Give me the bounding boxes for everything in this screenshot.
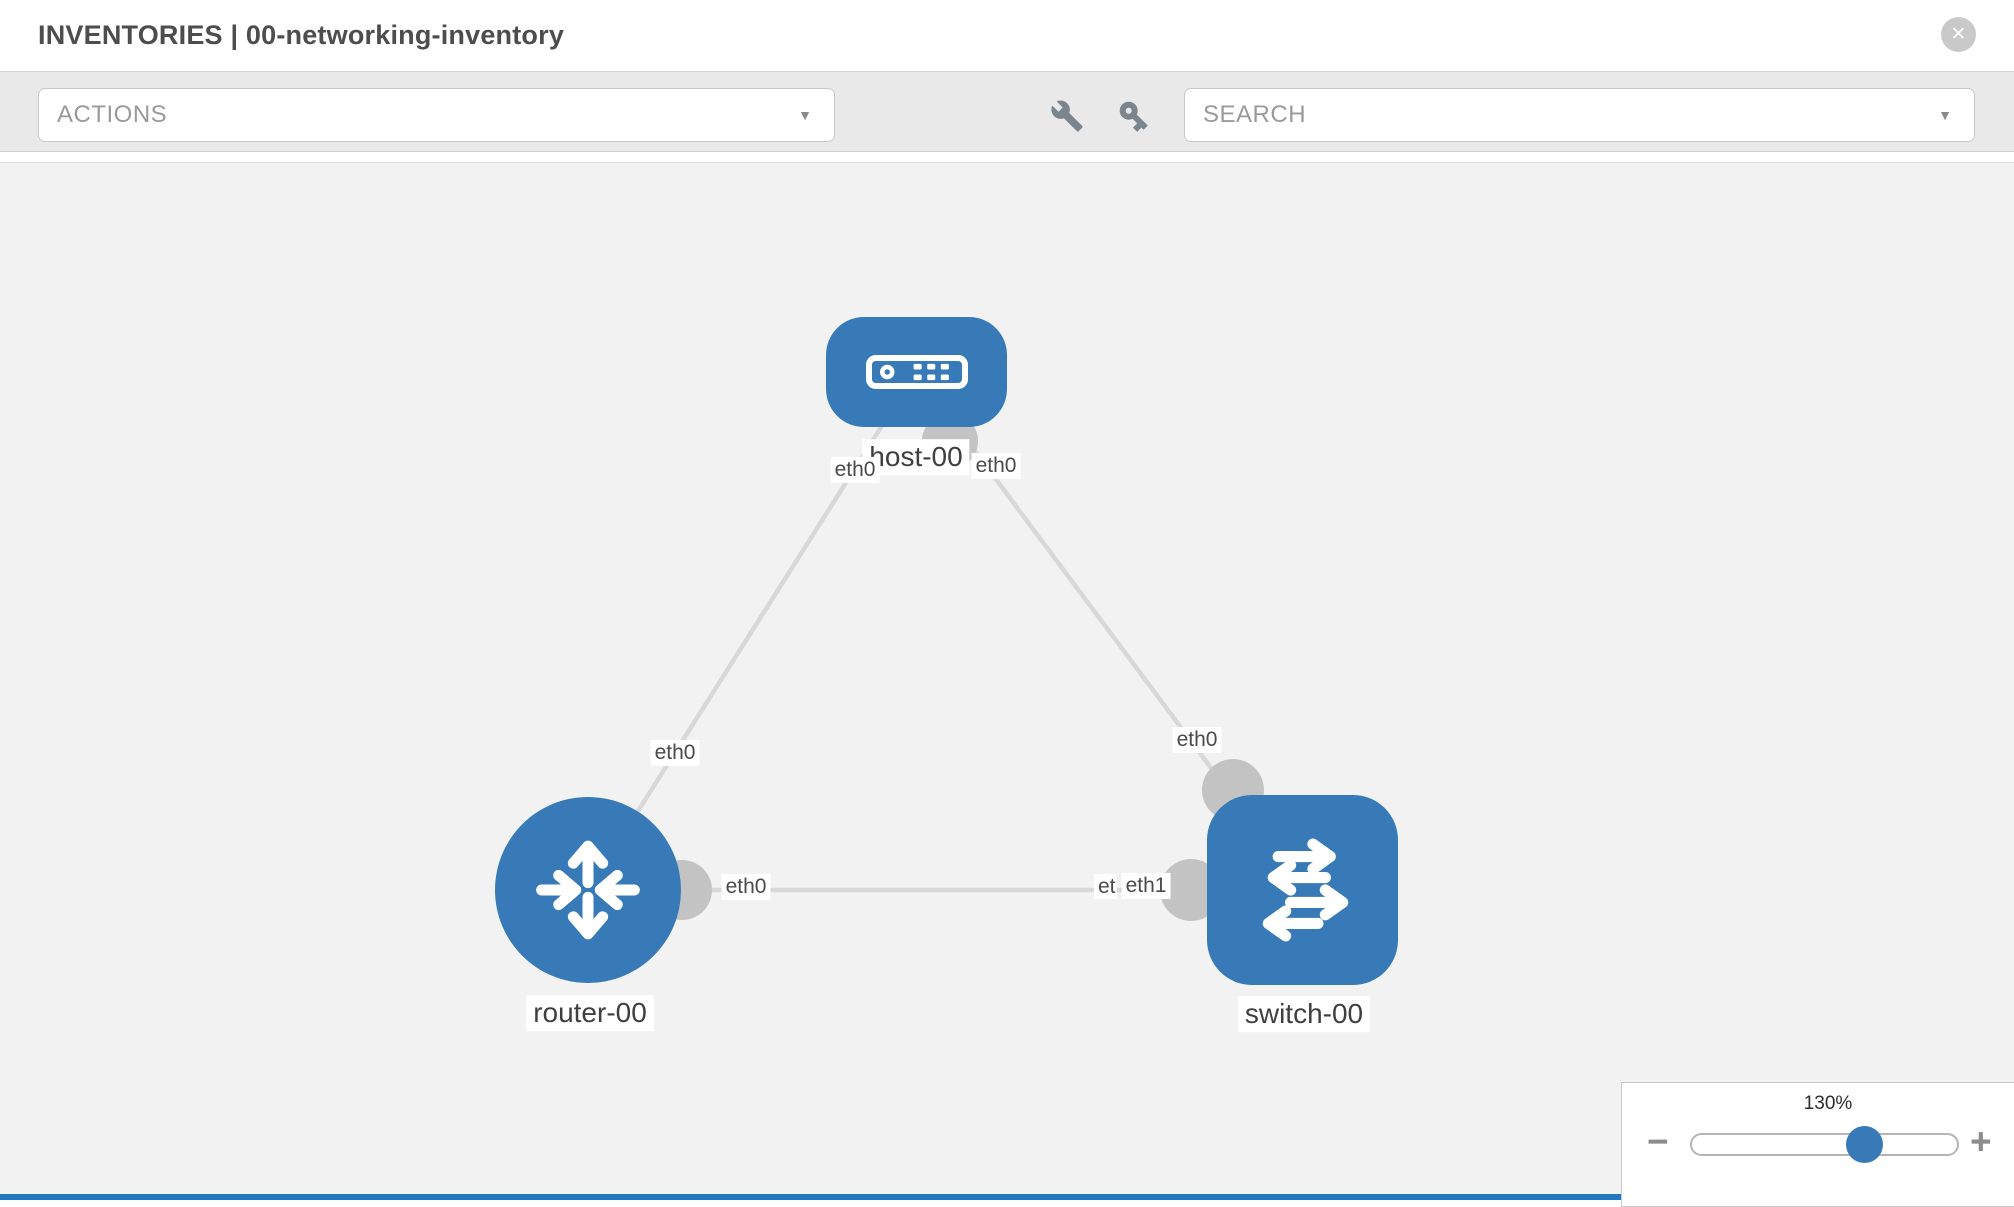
interface-label: eth0: [830, 456, 880, 484]
node-label-switch: switch-00: [1237, 996, 1371, 1032]
chevron-down-icon: ▼: [1938, 107, 1952, 123]
interface-label: eth0: [650, 739, 700, 767]
node-router-00[interactable]: [495, 797, 681, 983]
node-label-host: host-00: [862, 439, 970, 475]
toolbar: ACTIONS ▼ SEARCH ▼: [0, 71, 2014, 152]
zoom-percent: 130%: [1803, 1093, 1853, 1114]
actions-dropdown-label: ACTIONS: [57, 101, 168, 128]
node-label-router: router-00: [526, 995, 654, 1031]
page-header: INVENTORIES | 00-networking-inventory ✕: [0, 0, 2014, 71]
key-button[interactable]: [1114, 96, 1154, 136]
chevron-down-icon: ▼: [798, 107, 812, 123]
page-title: INVENTORIES | 00-networking-inventory: [38, 20, 565, 50]
footer-bar: [0, 1194, 1622, 1200]
search-dropdown-label: SEARCH: [1203, 101, 1307, 128]
search-dropdown[interactable]: SEARCH ▼: [1184, 88, 1975, 142]
actions-dropdown[interactable]: ACTIONS ▼: [38, 88, 835, 142]
interface-label: eth0: [971, 452, 1021, 480]
zoom-control-panel: 130% − +: [1621, 1082, 2014, 1207]
zoom-in-button[interactable]: +: [1970, 1121, 1992, 1162]
interface-label: eth0: [1172, 726, 1222, 754]
wrench-button[interactable]: [1047, 96, 1087, 136]
zoom-slider-track[interactable]: [1690, 1133, 1959, 1156]
node-host-00[interactable]: [826, 317, 1007, 427]
close-button[interactable]: ✕: [1941, 17, 1976, 52]
node-switch-00[interactable]: [1207, 795, 1398, 985]
zoom-slider-thumb[interactable]: [1846, 1126, 1883, 1163]
interface-label: eth1: [1121, 872, 1171, 900]
switch-icon: [1262, 838, 1348, 942]
topology-canvas[interactable]: [0, 162, 2014, 1200]
wrench-icon: [1051, 100, 1083, 132]
router-icon: [536, 840, 640, 940]
interface-label-overlapped: eth1: [1094, 874, 1117, 899]
interface-label: eth0: [721, 873, 771, 901]
zoom-out-button[interactable]: −: [1647, 1121, 1669, 1162]
host-icon: [865, 355, 968, 389]
key-icon: [1119, 101, 1148, 132]
close-icon: ✕: [1950, 24, 1967, 45]
